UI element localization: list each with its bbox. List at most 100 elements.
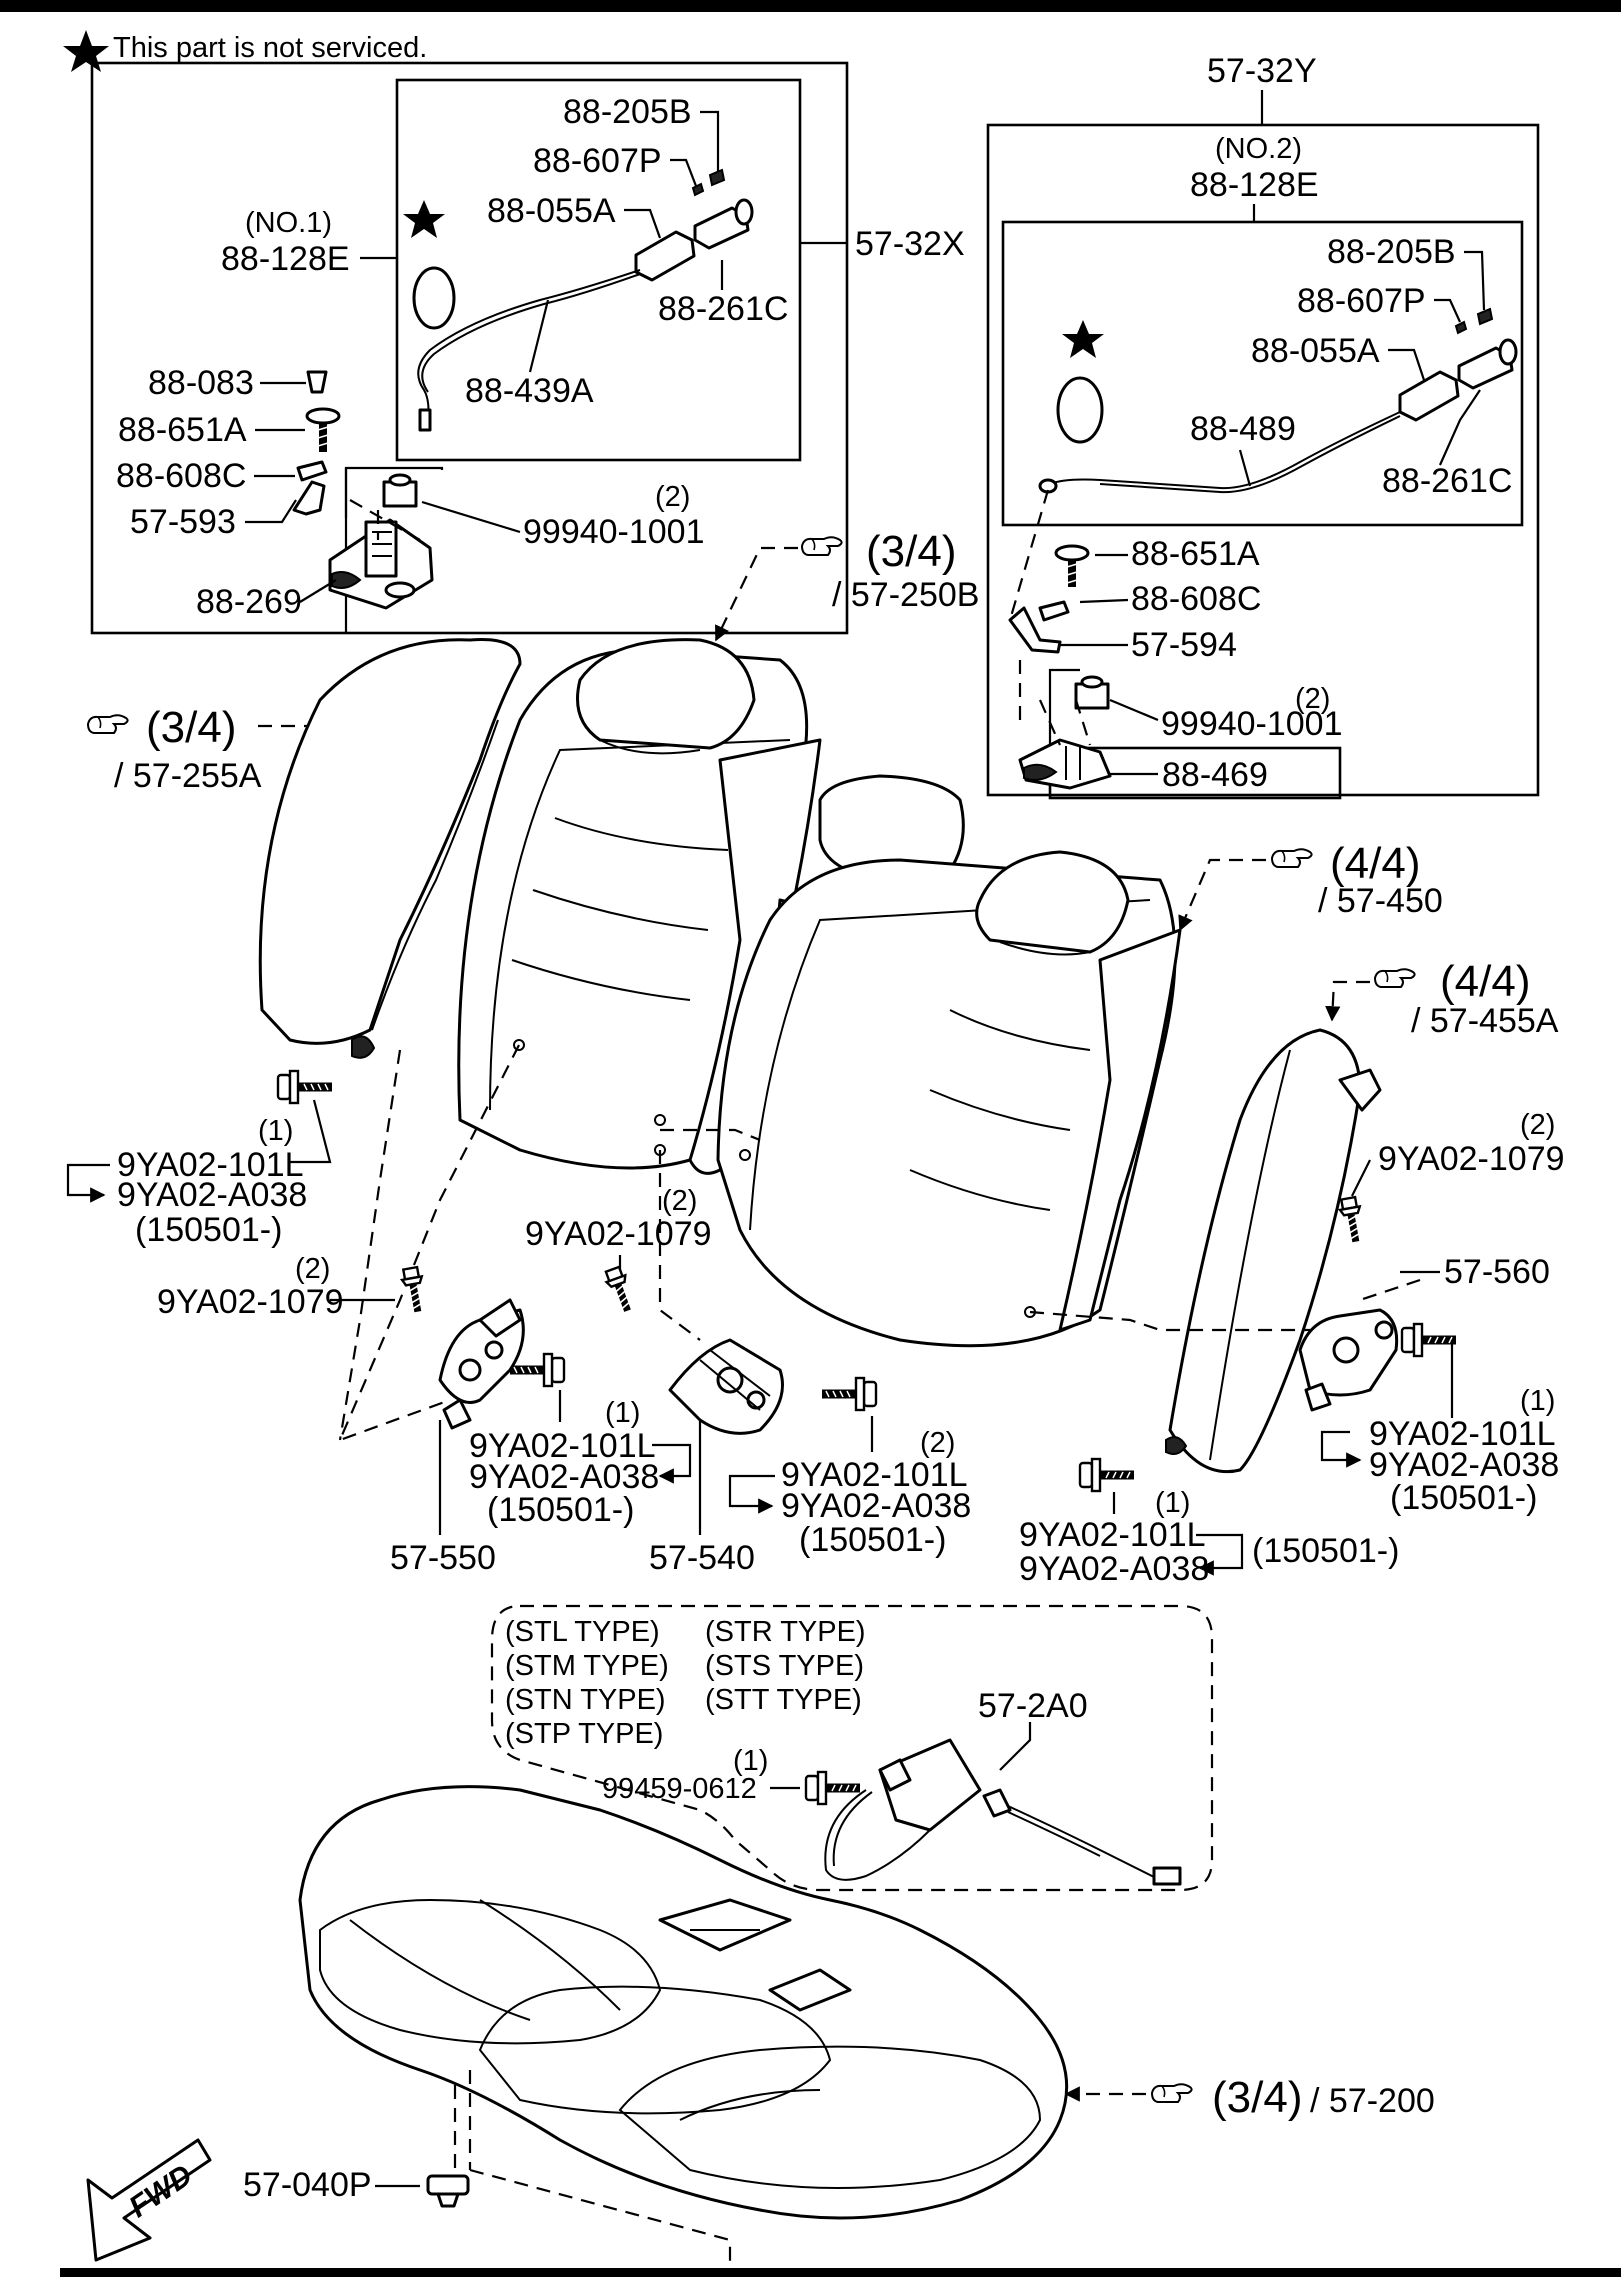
box-57-32y-outer xyxy=(986,123,1540,797)
nut-99940-1001-a xyxy=(382,473,418,508)
svg-text:(3/4): (3/4) xyxy=(866,527,956,576)
star-icon xyxy=(403,200,445,238)
svg-text:/ 57-455A: / 57-455A xyxy=(1411,1002,1559,1040)
bolt-9ya02-101l-hinge-540 xyxy=(822,1378,876,1410)
sensor-57-2a0 xyxy=(824,1738,1182,1886)
label-550-q: (1) xyxy=(605,1397,640,1429)
svg-text:/ 57-450: / 57-450 xyxy=(1318,882,1443,920)
label-mid-1079-q: (2) xyxy=(662,1185,697,1217)
label-88-261c-b: 88-261C xyxy=(1382,462,1512,500)
bolt-9ya02-101l-hinge-550 xyxy=(510,1354,564,1386)
box-88-128e-no2 xyxy=(1001,220,1524,527)
label-88-055a-b: 88-055A xyxy=(1251,332,1380,370)
label-57-560: 57-560 xyxy=(1444,1253,1550,1291)
nut-99940-1001-b xyxy=(1074,675,1110,710)
label-88-261c-a: 88-261C xyxy=(658,290,788,328)
label-88-083: 88-083 xyxy=(148,364,254,402)
label-left-101l: 9YA02-101L xyxy=(117,1146,304,1184)
latch-88-269 xyxy=(328,518,434,610)
handle-88-055a xyxy=(634,168,754,282)
label-99940-1001-b: 99940-1001 xyxy=(1161,705,1343,743)
washer-88-608c-b xyxy=(1038,600,1070,622)
not-serviced-note: This part is not serviced. xyxy=(113,32,427,64)
bolt-9ya02-1079-left xyxy=(400,1267,427,1314)
top-border xyxy=(0,0,1621,12)
label-no1: (NO.1) xyxy=(245,207,332,239)
label-57-540: 57-540 xyxy=(649,1539,755,1577)
ref-57-455a: (4/4) / 57-455A xyxy=(1325,957,1559,1040)
label-88-469: 88-469 xyxy=(1162,756,1268,794)
fwd-arrow-icon: FWD xyxy=(86,2138,212,2262)
label-88-608c-b: 88-608C xyxy=(1131,580,1261,618)
label-57-594: 57-594 xyxy=(1131,626,1237,664)
hinge-57-540 xyxy=(668,1338,784,1435)
label-88-651a-a: 88-651A xyxy=(118,411,247,449)
label-88-608c-a: 88-608C xyxy=(116,457,246,495)
star-icon xyxy=(1062,320,1104,358)
ref-57-255a: (3/4) / 57-255A xyxy=(87,703,354,795)
svg-text:(3/4): (3/4) xyxy=(146,703,236,752)
label-57-593: 57-593 xyxy=(130,503,236,541)
bolt-99459-0612 xyxy=(806,1772,860,1804)
svg-text:/ 57-200: / 57-200 xyxy=(1310,2082,1435,2120)
bolt-9ya02-1079-right xyxy=(1338,1197,1365,1244)
pointing-hand-icon xyxy=(1271,848,1313,868)
label-bottom-q1: (1) xyxy=(1155,1487,1190,1519)
left-side-bolster-57-255a xyxy=(258,638,522,1059)
right-side-bolster-57-455a xyxy=(1165,1028,1382,1474)
pointing-hand-icon xyxy=(1151,2083,1193,2103)
label-left-1079: 9YA02-1079 xyxy=(157,1283,344,1321)
hinge-57-560 xyxy=(1298,1308,1399,1412)
screw-88-651a-b xyxy=(1054,544,1090,587)
svg-text:/ 57-250B: / 57-250B xyxy=(832,576,979,614)
label-right-1079: 9YA02-1079 xyxy=(1378,1140,1565,1178)
type-callout-dashed-box xyxy=(490,1604,1214,1892)
label-no2: (NO.2) xyxy=(1215,133,1302,165)
type-stm: (STM TYPE) xyxy=(505,1650,669,1682)
label-88-439a: 88-439A xyxy=(465,372,594,410)
label-left-date: (150501-) xyxy=(135,1211,282,1249)
dash-left-hinge xyxy=(338,1049,402,1441)
label-right-101l: 9YA02-101L xyxy=(1369,1415,1556,1453)
label-q1-bolt: (1) xyxy=(733,1745,768,1777)
label-88-607p-a: 88-607P xyxy=(533,142,662,180)
ref-57-200: (3/4) / 57-200 xyxy=(1064,2073,1435,2122)
label-88-489: 88-489 xyxy=(1190,410,1296,448)
type-stl: (STL TYPE) xyxy=(505,1616,660,1648)
type-stn: (STN TYPE) xyxy=(505,1684,666,1716)
label-left-q1: (1) xyxy=(258,1115,293,1147)
label-mid-1079: 9YA02-1079 xyxy=(525,1215,712,1253)
bracket-57-594 xyxy=(1008,606,1062,654)
clip-57-040p xyxy=(426,2174,470,2208)
label-88-128e-no1: 88-128E xyxy=(221,240,350,278)
label-550-date: (150501-) xyxy=(487,1491,634,1529)
label-q2-b: (2) xyxy=(1295,683,1330,715)
nut-callout-box-2 xyxy=(1048,668,1080,750)
latch-88-469 xyxy=(1018,738,1112,790)
label-bottom-101l: 9YA02-101L xyxy=(1019,1516,1206,1554)
label-88-651a-b: 88-651A xyxy=(1131,535,1260,573)
label-left-1079-q: (2) xyxy=(295,1253,330,1285)
svg-text:(4/4): (4/4) xyxy=(1440,957,1530,1006)
type-list: (STL TYPE) (STR TYPE) (STM TYPE) (STS TY… xyxy=(505,1616,866,1750)
bolt-9ya02-101l-right-bottom xyxy=(1080,1459,1134,1491)
label-540-101l: 9YA02-101L xyxy=(781,1456,968,1494)
label-57-2a0: 57-2A0 xyxy=(978,1687,1088,1725)
box-88-128e-no1 xyxy=(395,78,802,462)
pointing-hand-icon xyxy=(87,714,129,734)
label-99940-1001-a: 99940-1001 xyxy=(523,513,705,551)
handle-88-055a-b xyxy=(1398,307,1518,422)
hinge-57-550 xyxy=(438,1298,525,1430)
cable-88-439a xyxy=(417,269,641,421)
label-right-date: (150501-) xyxy=(1390,1479,1537,1517)
washer-88-608c-a xyxy=(296,460,328,482)
bracket-57-593 xyxy=(292,480,326,516)
label-88-269: 88-269 xyxy=(196,583,302,621)
label-88-607p-b: 88-607P xyxy=(1297,282,1426,320)
label-57-32x: 57-32X xyxy=(855,225,965,263)
screw-88-651a-a xyxy=(305,407,341,452)
type-str: (STR TYPE) xyxy=(705,1616,866,1648)
label-88-205b-a: 88-205B xyxy=(563,93,692,131)
type-sts: (STS TYPE) xyxy=(705,1650,864,1682)
